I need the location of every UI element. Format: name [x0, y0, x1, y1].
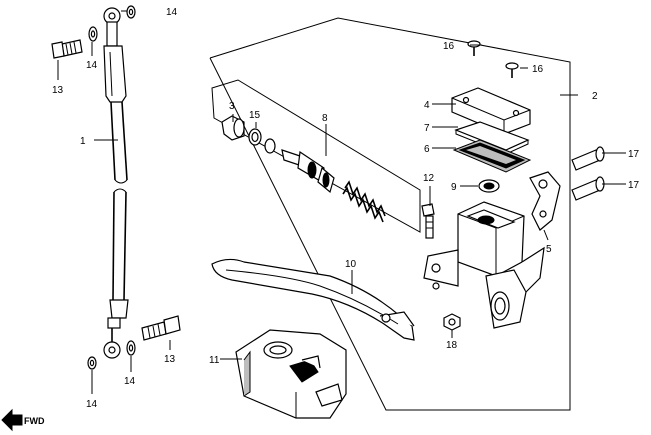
- banjo-bolt-lower: [141, 315, 181, 341]
- piston-kit-outline: [211, 79, 421, 233]
- callout-1: 1: [80, 136, 86, 147]
- piston-spring: [264, 138, 335, 194]
- callout-13-upper: 13: [52, 85, 64, 96]
- callout-17-upper: 17: [628, 149, 640, 160]
- clamp-5: [529, 171, 561, 231]
- callout-14-lower-right: 14: [124, 376, 136, 387]
- callout-8: 8: [322, 113, 328, 124]
- assembly-outline-2: [209, 17, 571, 411]
- callout-13-lower: 13: [164, 354, 176, 365]
- callout-15: 15: [249, 110, 261, 121]
- snap-ring-15: [248, 128, 262, 146]
- brake-hose: [103, 7, 129, 359]
- callout-11: 11: [209, 355, 220, 366]
- callout-4: 4: [424, 100, 430, 111]
- callout-5: 5: [546, 244, 552, 255]
- callout-18: 18: [446, 340, 458, 351]
- callout-12: 12: [423, 173, 435, 184]
- callout-7: 7: [424, 123, 430, 134]
- callout-6: 6: [424, 144, 430, 155]
- callout-labels: 1 2 3 4 5 6 7 8 9 10 11 12 13 13 14 14 1…: [52, 7, 640, 410]
- pivot-bolt-12: [421, 203, 435, 239]
- master-cylinder-body: [423, 201, 545, 329]
- callout-3: 3: [229, 101, 235, 112]
- callout-16-left: 16: [443, 41, 455, 52]
- return-spring: [342, 180, 386, 223]
- switch-housing-11: [235, 329, 347, 419]
- fwd-arrow-icon: FWD: [1, 408, 45, 432]
- sight-glass-9: [478, 179, 500, 193]
- reservoir-cap-4: [451, 87, 531, 135]
- callout-17-lower: 17: [628, 180, 640, 191]
- callout-9: 9: [451, 182, 457, 193]
- bolts-17: [571, 146, 605, 201]
- callout-14-lower-left: 14: [86, 399, 98, 410]
- callout-10: 10: [345, 259, 357, 270]
- callout-14-top: 14: [166, 7, 178, 18]
- callout-14-upper: 14: [86, 60, 98, 71]
- leader-lines: [57, 10, 626, 394]
- banjo-bolt-upper: [51, 39, 83, 59]
- brake-lever-10: [211, 258, 415, 341]
- callout-2: 2: [592, 91, 598, 102]
- callout-16-right: 16: [532, 64, 544, 75]
- sealing-washer-lower: [87, 340, 136, 370]
- sealing-washer-upper: [88, 5, 136, 42]
- diaphragm-6: [452, 139, 532, 173]
- fwd-label: FWD: [24, 416, 45, 426]
- piston-boot-3: [221, 115, 245, 141]
- screws-16: [467, 40, 519, 78]
- lock-nut-18: [443, 313, 461, 331]
